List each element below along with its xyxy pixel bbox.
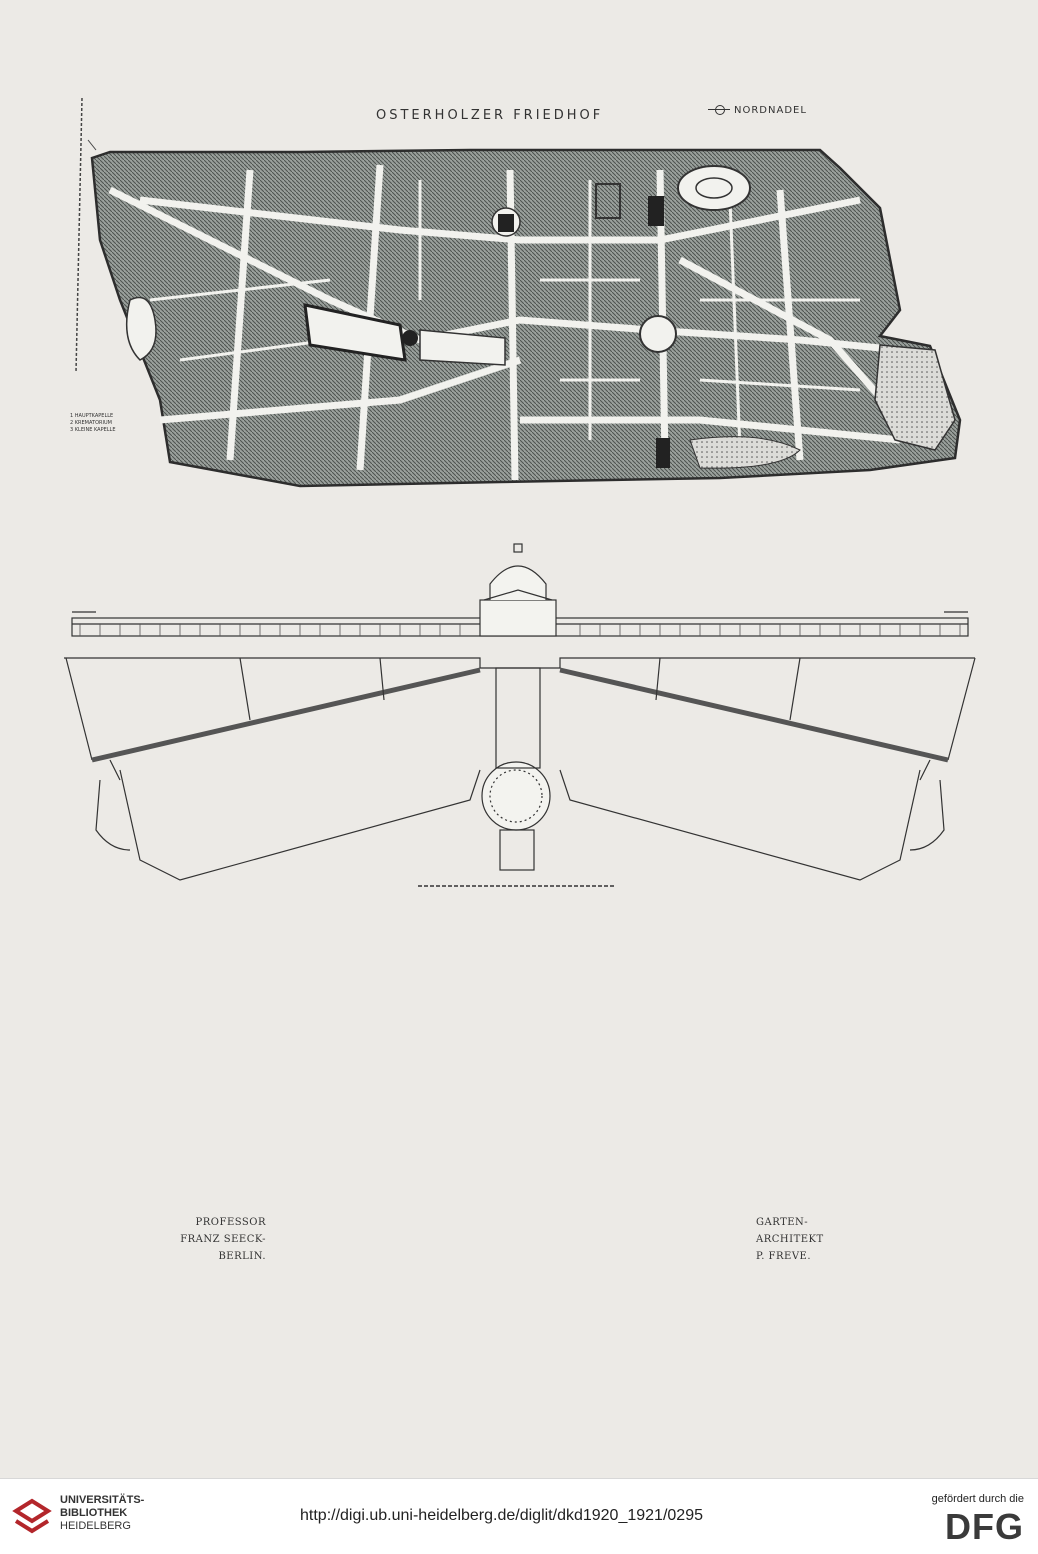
credit-line: GARTEN- xyxy=(756,1217,809,1228)
legend-item: 1 HAUPTKAPELLE xyxy=(70,413,114,419)
plan-title: OSTERHOLZER FRIEDHOF xyxy=(376,108,604,123)
credit-line: PROFESSOR xyxy=(195,1217,266,1228)
north-label: NORDNADEL xyxy=(734,104,807,116)
institution-line: UNIVERSITÄTS- xyxy=(60,1494,145,1506)
university-logo-icon[interactable] xyxy=(12,1497,54,1539)
cemetery-site-plan xyxy=(75,97,962,488)
scanned-page: OSTERHOLZER FRIEDHOF NORDNADEL 1 HAUPTKA… xyxy=(64,97,976,1265)
legend-item: 3 KLEINE KAPELLE xyxy=(70,427,116,433)
garden-architect-credit: GARTEN- ARCHITEKT P. FREVE. xyxy=(756,1214,824,1265)
north-arrow: NORDNADEL xyxy=(708,104,807,116)
institution-line: BIBLIOTHEK xyxy=(60,1507,128,1519)
credit-line: FRANZ SEECK- xyxy=(180,1234,266,1245)
credit-line: P. FREVE. xyxy=(756,1251,812,1262)
plan-legend: 1 HAUPTKAPELLE 2 KREMATORIUM 3 KLEINE KA… xyxy=(70,413,115,434)
chapel-elevation-and-plan xyxy=(64,543,976,887)
compass-icon xyxy=(708,104,730,116)
institution-name[interactable]: UNIVERSITÄTS- BIBLIOTHEK HEIDELBERG xyxy=(60,1494,144,1533)
institution-line: HEIDELBERG xyxy=(60,1520,131,1532)
legend-item: 2 KREMATORIUM xyxy=(70,420,112,426)
dfg-logo[interactable]: DFG xyxy=(945,1506,1024,1547)
architect-credit: PROFESSOR FRANZ SEECK- BERLIN. xyxy=(180,1214,266,1265)
credit-line: ARCHITEKT xyxy=(756,1234,824,1245)
funding-text: gefördert durch die xyxy=(931,1493,1024,1505)
credit-line: BERLIN. xyxy=(218,1251,266,1262)
permalink[interactable]: http://digi.ub.uni-heidelberg.de/diglit/… xyxy=(300,1507,703,1524)
viewer-footer: UNIVERSITÄTS- BIBLIOTHEK HEIDELBERG http… xyxy=(0,1478,1038,1554)
